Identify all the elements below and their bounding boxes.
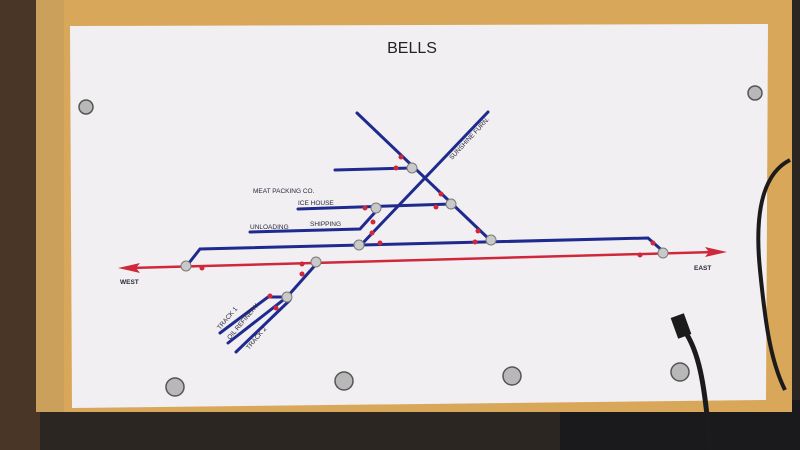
unloading-spur	[248, 207, 380, 234]
label-west: WEST	[120, 279, 139, 286]
turnout-switch	[657, 247, 669, 259]
label-ice-house: ICE HOUSE	[298, 200, 334, 207]
screw-icon	[165, 377, 185, 397]
turnout-switch	[406, 162, 418, 174]
mounting-screws	[78, 85, 763, 397]
panel-face	[70, 24, 768, 408]
turnout-switch	[310, 256, 322, 268]
screw-icon	[78, 99, 94, 115]
label-east: EAST	[694, 265, 711, 272]
top-spur	[333, 166, 414, 172]
turnout-switch	[445, 198, 457, 210]
screw-icon	[334, 371, 354, 391]
turnout-switch	[180, 260, 192, 272]
turnout-switches[interactable]	[180, 162, 669, 303]
panel-title: BELLS	[387, 40, 437, 57]
screw-icon	[502, 366, 522, 386]
power-cable	[670, 158, 791, 450]
west-arrow-icon	[118, 263, 140, 273]
indicator-leds	[199, 154, 656, 311]
turnout-switch	[370, 202, 382, 214]
label-unloading: UNLOADING	[250, 224, 289, 231]
mainline	[118, 247, 727, 273]
diagonal-sunshine	[358, 110, 490, 248]
screw-icon	[670, 362, 690, 382]
label-shipping: SHIPPING	[310, 221, 341, 228]
wood-frame-left	[36, 0, 64, 412]
label-meat-packing: MEAT PACKING CO.	[253, 188, 315, 195]
turnout-switch	[485, 234, 497, 246]
diagonal-nw-se	[355, 111, 492, 242]
passing-siding	[183, 236, 667, 270]
east-arrow-icon	[705, 247, 727, 257]
screw-icon	[747, 85, 763, 101]
background-wall	[0, 0, 40, 450]
track-2	[234, 298, 292, 354]
turnout-switch	[281, 291, 293, 303]
turnout-switch	[353, 239, 365, 251]
